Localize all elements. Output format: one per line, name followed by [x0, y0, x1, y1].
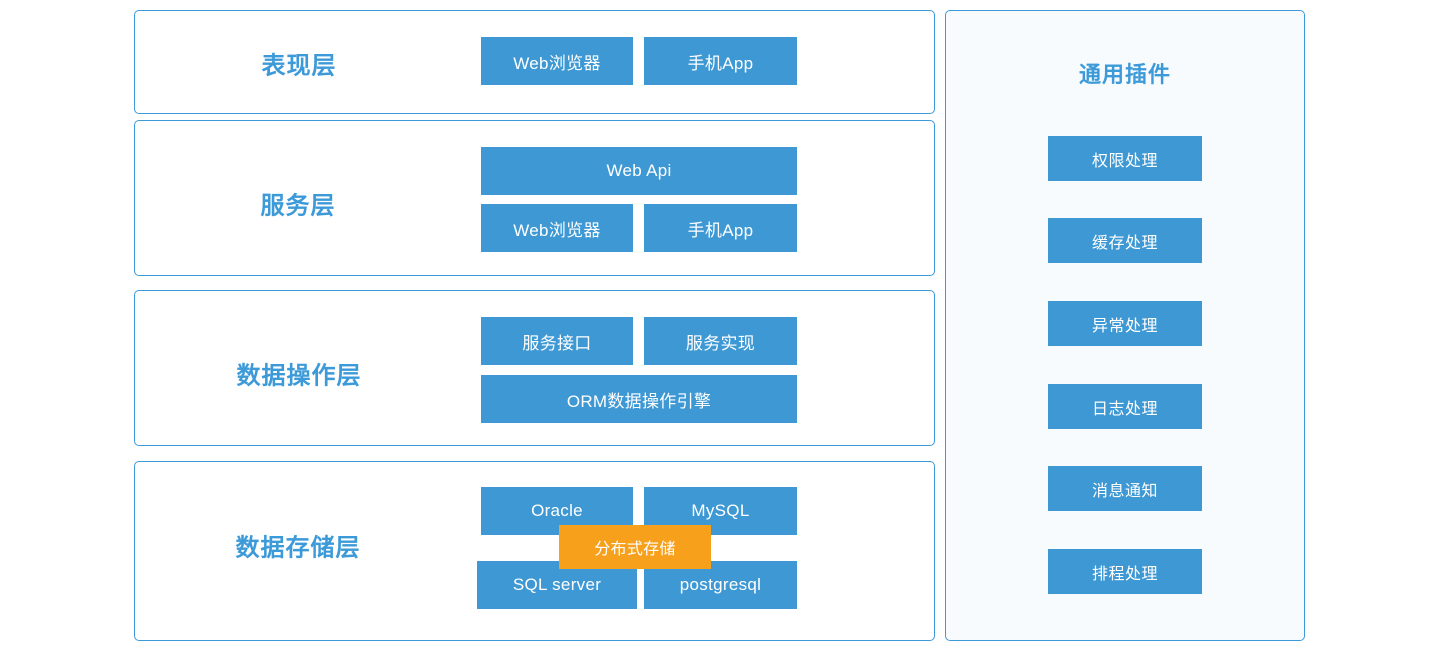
layer-title-presentation: 表现层: [261, 52, 337, 80]
component-box-orm[interactable]: ORM数据操作引擎: [481, 375, 797, 423]
plugin-button-plugin-0[interactable]: 权限处理: [1048, 136, 1202, 181]
component-box-sql-server[interactable]: SQL server: [477, 561, 637, 609]
layer-title-data-storage: 数据存储层: [235, 534, 361, 562]
component-box-mysql[interactable]: MySQL: [644, 487, 797, 535]
component-box-web[interactable]: Web浏览器: [481, 37, 633, 85]
component-box-app[interactable]: 手机App: [644, 204, 797, 252]
plugin-button-plugin-2[interactable]: 异常处理: [1048, 301, 1202, 346]
plugins-panel-title: 通用插件: [1078, 62, 1172, 87]
component-box-data-storage-4[interactable]: 分布式存储: [559, 525, 711, 569]
component-box-web-api[interactable]: Web Api: [481, 147, 797, 195]
plugin-button-plugin-4[interactable]: 消息通知: [1048, 466, 1202, 511]
component-box-data-operation-0[interactable]: 服务接口: [481, 317, 633, 365]
component-box-data-operation-1[interactable]: 服务实现: [644, 317, 797, 365]
layer-title-data-operation: 数据操作层: [236, 362, 362, 390]
layer-title-service: 服务层: [260, 192, 336, 220]
plugin-button-plugin-5[interactable]: 排程处理: [1048, 549, 1202, 594]
layer-panel-service: [134, 120, 935, 276]
plugin-button-plugin-3[interactable]: 日志处理: [1048, 384, 1202, 429]
component-box-web[interactable]: Web浏览器: [481, 204, 633, 252]
component-box-postgresql[interactable]: postgresql: [644, 561, 797, 609]
plugin-button-plugin-1[interactable]: 缓存处理: [1048, 218, 1202, 263]
component-box-app[interactable]: 手机App: [644, 37, 797, 85]
